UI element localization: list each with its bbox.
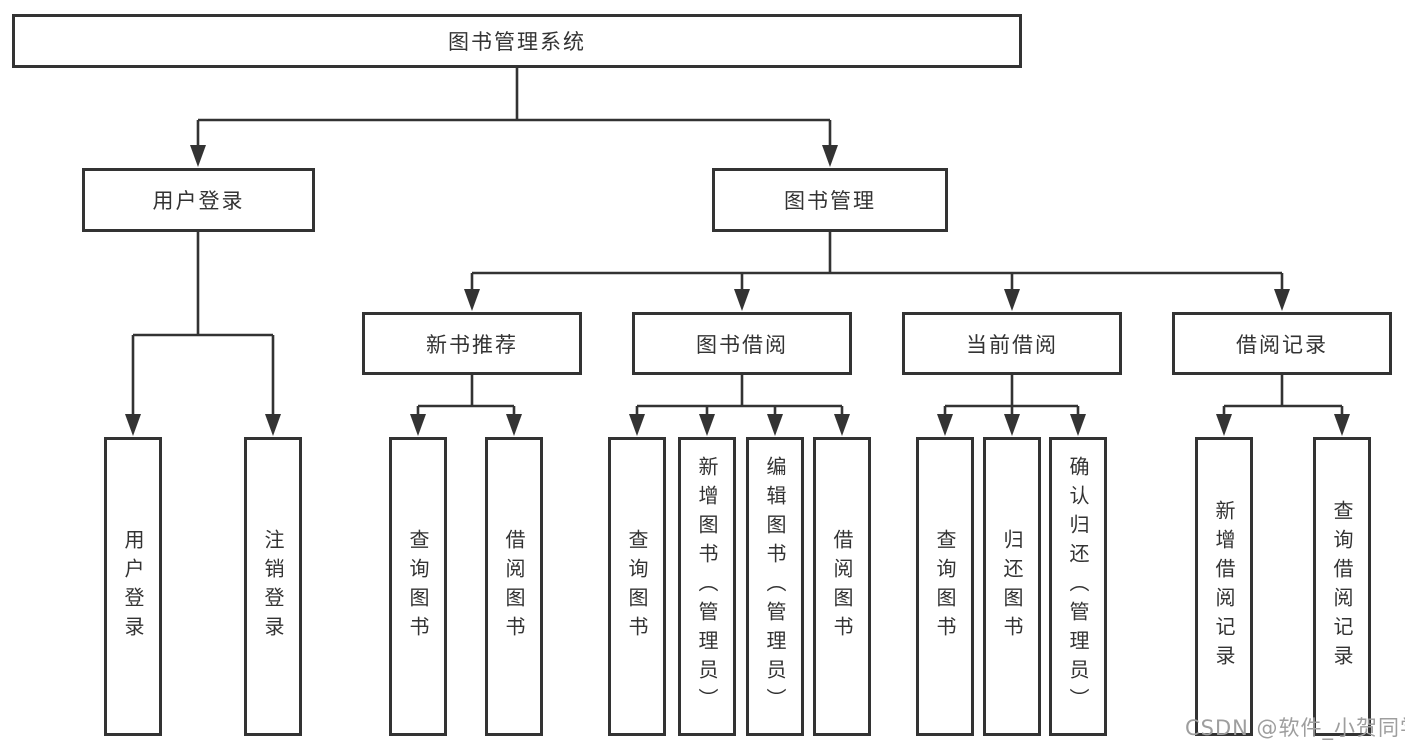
leaf-confirm-return-admin-label: 确认归还（管理员） — [1066, 456, 1090, 717]
node-borrowing-records-label: 借阅记录 — [1236, 332, 1328, 357]
leaf-query-borrow-record-label: 查询借阅记录 — [1330, 499, 1354, 674]
node-borrowing-records: 借阅记录 — [1172, 312, 1392, 375]
node-user-login: 用户登录 — [82, 168, 315, 232]
node-book-management-label: 图书管理 — [784, 189, 876, 213]
leaf-query-books-borrowing-label: 查询图书 — [625, 528, 649, 645]
node-book-borrowing-label: 图书借阅 — [696, 332, 788, 357]
leaf-query-books-recommendation-label: 查询图书 — [406, 528, 430, 645]
leaf-query-books-current: 查询图书 — [916, 437, 974, 736]
leaf-logout: 注销登录 — [244, 437, 302, 736]
leaf-query-books-recommendation: 查询图书 — [389, 437, 447, 736]
leaf-query-books-current-label: 查询图书 — [933, 528, 957, 645]
leaf-confirm-return-admin: 确认归还（管理员） — [1049, 437, 1107, 736]
leaf-borrow-books-label: 借阅图书 — [830, 528, 854, 645]
node-current-borrowing: 当前借阅 — [902, 312, 1122, 375]
leaf-query-books-borrowing: 查询图书 — [608, 437, 666, 736]
leaf-query-borrow-record: 查询借阅记录 — [1313, 437, 1371, 736]
node-user-login-label: 用户登录 — [152, 189, 245, 213]
node-root-label: 图书管理系统 — [448, 30, 586, 54]
leaf-borrow-books-recommendation-label: 借阅图书 — [502, 528, 526, 645]
leaf-return-books-label: 归还图书 — [1000, 528, 1024, 645]
node-book-borrowing: 图书借阅 — [632, 312, 852, 375]
leaf-add-borrow-record-label: 新增借阅记录 — [1212, 499, 1236, 674]
leaf-edit-books-admin: 编辑图书（管理员） — [746, 437, 804, 736]
leaf-return-books: 归还图书 — [983, 437, 1041, 736]
node-book-management: 图书管理 — [712, 168, 948, 232]
leaf-borrow-books-recommendation: 借阅图书 — [485, 437, 543, 736]
leaf-edit-books-admin-label: 编辑图书（管理员） — [763, 456, 787, 717]
csdn-watermark: CSDN @软件_小贺同学 — [1185, 716, 1405, 740]
node-new-book-recommendation-label: 新书推荐 — [426, 332, 518, 357]
leaf-logout-label: 注销登录 — [261, 528, 285, 645]
leaf-add-books-admin: 新增图书（管理员） — [678, 437, 736, 736]
node-root: 图书管理系统 — [12, 14, 1022, 68]
leaf-user-login: 用户登录 — [104, 437, 162, 736]
leaf-add-borrow-record: 新增借阅记录 — [1195, 437, 1253, 736]
leaf-add-books-admin-label: 新增图书（管理员） — [695, 456, 719, 717]
node-new-book-recommendation: 新书推荐 — [362, 312, 582, 375]
node-current-borrowing-label: 当前借阅 — [966, 332, 1058, 357]
leaf-user-login-label: 用户登录 — [121, 528, 145, 645]
leaf-borrow-books: 借阅图书 — [813, 437, 871, 736]
